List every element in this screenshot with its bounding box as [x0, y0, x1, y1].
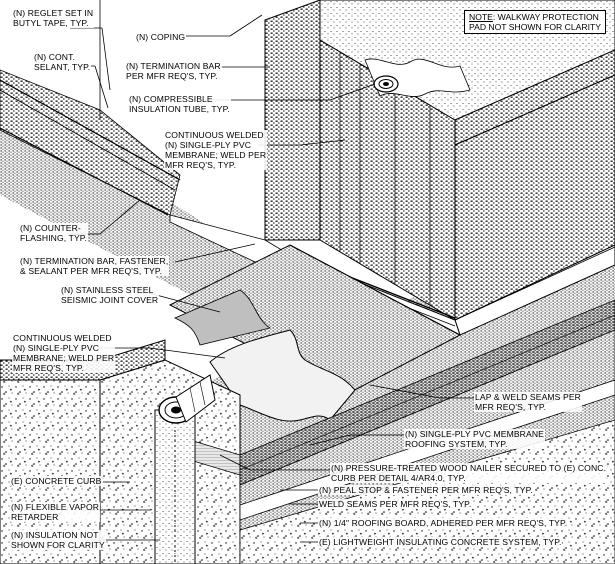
note-box: NOTE: WALKWAY PROTECTION PAD NOT SHOWN F…: [464, 10, 606, 34]
note-line2: PAD NOT SHOWN FOR CLARITY: [469, 22, 601, 32]
parapet-side-face: [264, 0, 321, 241]
label-wood-nailer: (N) PRESSURE-TREATED WOOD NAILER SECURED…: [330, 463, 608, 483]
upper-counterflashing-face: [0, 69, 181, 216]
label-insulation-not-shown: (N) INSULATION NOT SHOWN FOR CLARITY: [10, 530, 106, 550]
label-cont-sealant: (N) CONT. SELANT, TYP.: [33, 52, 92, 72]
label-insulating-concrete: (E) LIGHTWEIGHT INSULATING CONCRETE SYST…: [318, 537, 563, 547]
note-prefix: NOTE: [469, 12, 493, 22]
label-seismic-cover: (N) STAINLESS STEEL SEISMIC JOINT COVER: [60, 285, 160, 305]
label-termination-bar-top: (N) TERMINATION BAR PER MFR REQ'S, TYP.: [125, 61, 222, 81]
label-termination-bar-fastener: (N) TERMINATION BAR, FASTENER, & SEALANT…: [19, 256, 170, 276]
label-counter-flashing: (N) COUNTER- FLASHING, TYP.: [19, 223, 88, 243]
label-roofing-board: (N) 1/4" ROOFING BOARD, ADHERED PER MFR …: [318, 518, 569, 528]
right-wall-face: [454, 74, 615, 321]
label-welded-membrane-top: CONTINUOUS WELDED (N) SINGLE-PLY PVC MEM…: [164, 130, 268, 170]
joint-cover-plate: [174, 289, 271, 346]
label-compressible-tube: (N) COMPRESSIBLE INSULATION TUBE, TYP.: [128, 94, 231, 114]
label-peal-stop: (N) PEAL STOP & FASTENER PER MFR REQ'S, …: [318, 485, 534, 495]
cut-membrane-sheet: [209, 329, 356, 422]
note-line1: : WALKWAY PROTECTION: [492, 12, 599, 22]
label-weld-seams: WELD SEAMS PER MFR REQ'S, TYP.: [318, 499, 473, 509]
label-welded-membrane-left: CONTINUOUS WELDED (N) SINGLE-PLY PVC MEM…: [12, 333, 116, 373]
label-concrete-curb: (E) CONCRETE CURB: [10, 476, 103, 486]
label-roofing-system: (N) SINGLE-PLY PVC MEMBRANE ROOFING SYST…: [404, 429, 545, 449]
label-vapor-retarder: (N) FLEXIBLE VAPOR RETARDER: [10, 502, 101, 522]
label-lap-weld: LAP & WELD SEAMS PER MFR REQ'S, TYP.: [474, 392, 582, 412]
label-reglet: (N) REGLET SET IN BUTYL TAPE, TYP.: [12, 8, 95, 28]
label-coping: (N) COPING: [135, 32, 187, 42]
